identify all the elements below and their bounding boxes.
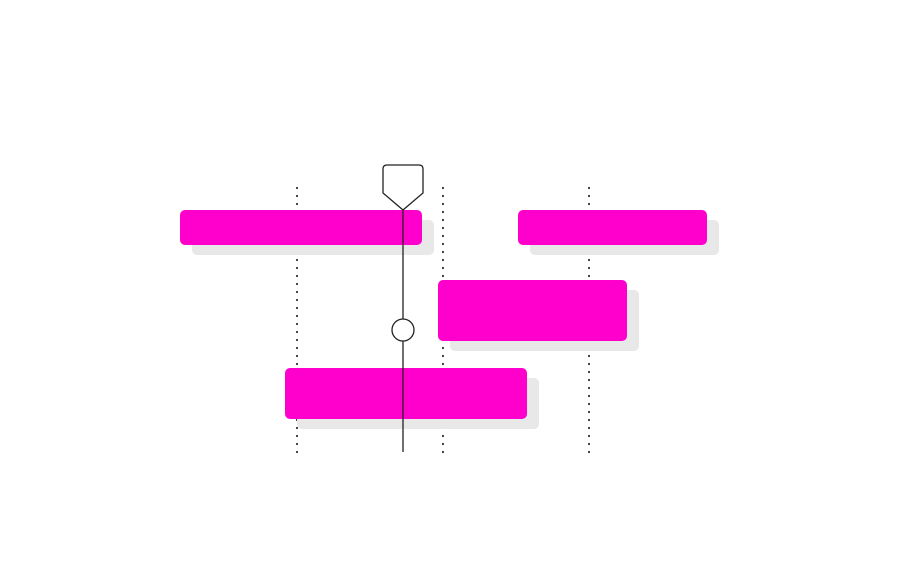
- gridline-dot: [295, 362, 299, 366]
- gridline-dot: [441, 450, 445, 454]
- gridline-dot: [441, 194, 445, 198]
- gridline-dot: [441, 354, 445, 358]
- gridline-dot: [587, 258, 591, 262]
- gridline-dot: [295, 266, 299, 270]
- gridline-dot: [587, 426, 591, 430]
- milestone-circle-icon[interactable]: [391, 318, 415, 342]
- gridline-dot: [295, 186, 299, 190]
- timeline-bars: [180, 210, 719, 429]
- gridline-dot: [295, 442, 299, 446]
- gridline-dot: [295, 306, 299, 310]
- gridline-dot: [295, 434, 299, 438]
- gridline-dot: [441, 218, 445, 222]
- gridline-dot: [587, 194, 591, 198]
- playhead-marker-icon[interactable]: [382, 164, 424, 211]
- gridline-dot: [295, 338, 299, 342]
- gridline-dot: [295, 290, 299, 294]
- gridline-dot: [295, 314, 299, 318]
- gridline-dot: [587, 402, 591, 406]
- timeline-bar[interactable]: [438, 280, 627, 341]
- gridline-dot: [441, 274, 445, 278]
- gridline-dot: [295, 194, 299, 198]
- gridline-dot: [587, 370, 591, 374]
- timeline-bar[interactable]: [285, 368, 527, 419]
- gridline-dot: [587, 378, 591, 382]
- gridline-dot: [441, 346, 445, 350]
- playhead[interactable]: [382, 164, 424, 452]
- gridline-dot: [441, 202, 445, 206]
- gridline-dot: [295, 298, 299, 302]
- gridline-dot: [441, 210, 445, 214]
- gridline-dot: [587, 410, 591, 414]
- gridline-dot: [587, 434, 591, 438]
- gridline-dot: [295, 426, 299, 430]
- gridline-dot: [441, 242, 445, 246]
- gridline-dot: [295, 450, 299, 454]
- gridline-dot: [587, 274, 591, 278]
- gridline-dot: [587, 202, 591, 206]
- timeline-bar[interactable]: [180, 210, 422, 245]
- gridline-dot: [295, 282, 299, 286]
- gridline-dot: [587, 418, 591, 422]
- gridline-dot: [587, 354, 591, 358]
- gridline-dot: [587, 450, 591, 454]
- gridline-dot: [441, 442, 445, 446]
- gridline-dot: [441, 186, 445, 190]
- gridline-dot: [587, 266, 591, 270]
- gridline-dot: [441, 234, 445, 238]
- timeline-bar[interactable]: [518, 210, 707, 245]
- gridline-dot: [587, 386, 591, 390]
- gridline-dot: [295, 258, 299, 262]
- gridline-dot: [295, 202, 299, 206]
- gridline-dot: [441, 362, 445, 366]
- gridline-dot: [295, 274, 299, 278]
- gridline-dot: [587, 442, 591, 446]
- gridline-dot: [441, 266, 445, 270]
- gridline-dot: [295, 322, 299, 326]
- gridline-dot: [587, 186, 591, 190]
- gridline-dot: [441, 226, 445, 230]
- gridline-dot: [295, 346, 299, 350]
- gridline-dot: [587, 394, 591, 398]
- gridline-dot: [441, 250, 445, 254]
- gridline-dot: [295, 354, 299, 358]
- gridline-dot: [441, 434, 445, 438]
- gridline-dot: [295, 330, 299, 334]
- gridline-dot: [441, 258, 445, 262]
- gridline-dot: [587, 362, 591, 366]
